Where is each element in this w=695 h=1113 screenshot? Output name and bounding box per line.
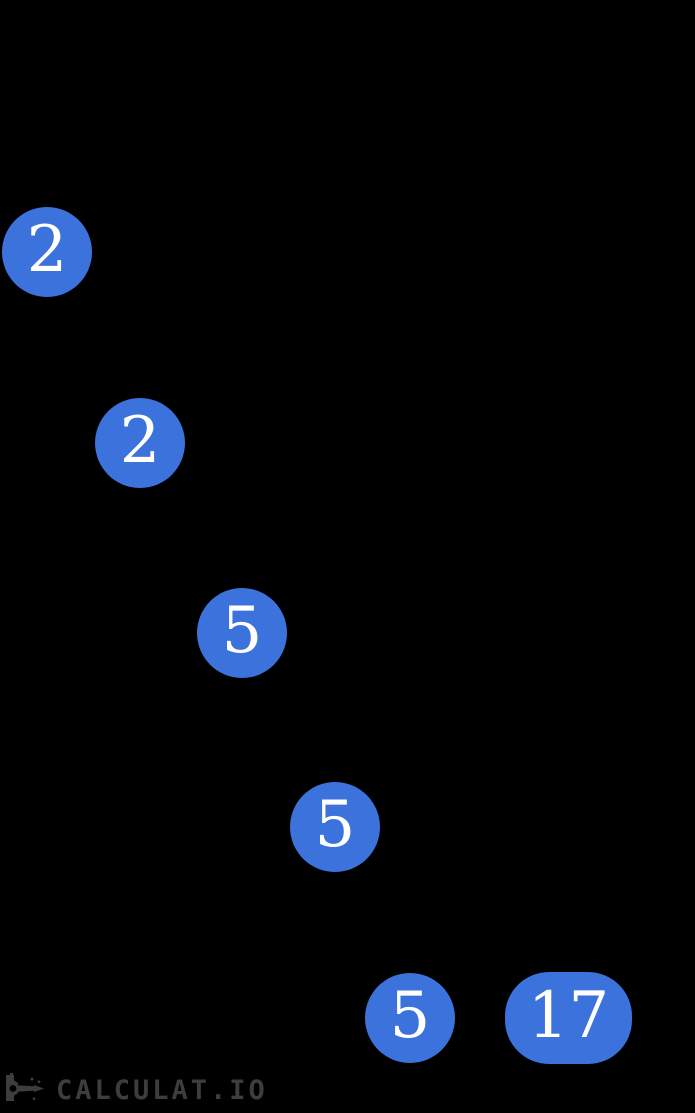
factor-node-3: 5 [197, 588, 287, 678]
factor-node-1: 2 [2, 207, 92, 297]
factor-node-6: 17 [505, 972, 632, 1064]
watermark-text: CALCULAT.IO [56, 1074, 268, 1106]
factor-node-2: 2 [95, 398, 185, 488]
watermark: CALCULAT.IO [4, 1071, 268, 1105]
rocket-logo-icon [4, 1071, 48, 1105]
factor-node-5: 5 [365, 973, 455, 1063]
factor-node-4: 5 [290, 782, 380, 872]
